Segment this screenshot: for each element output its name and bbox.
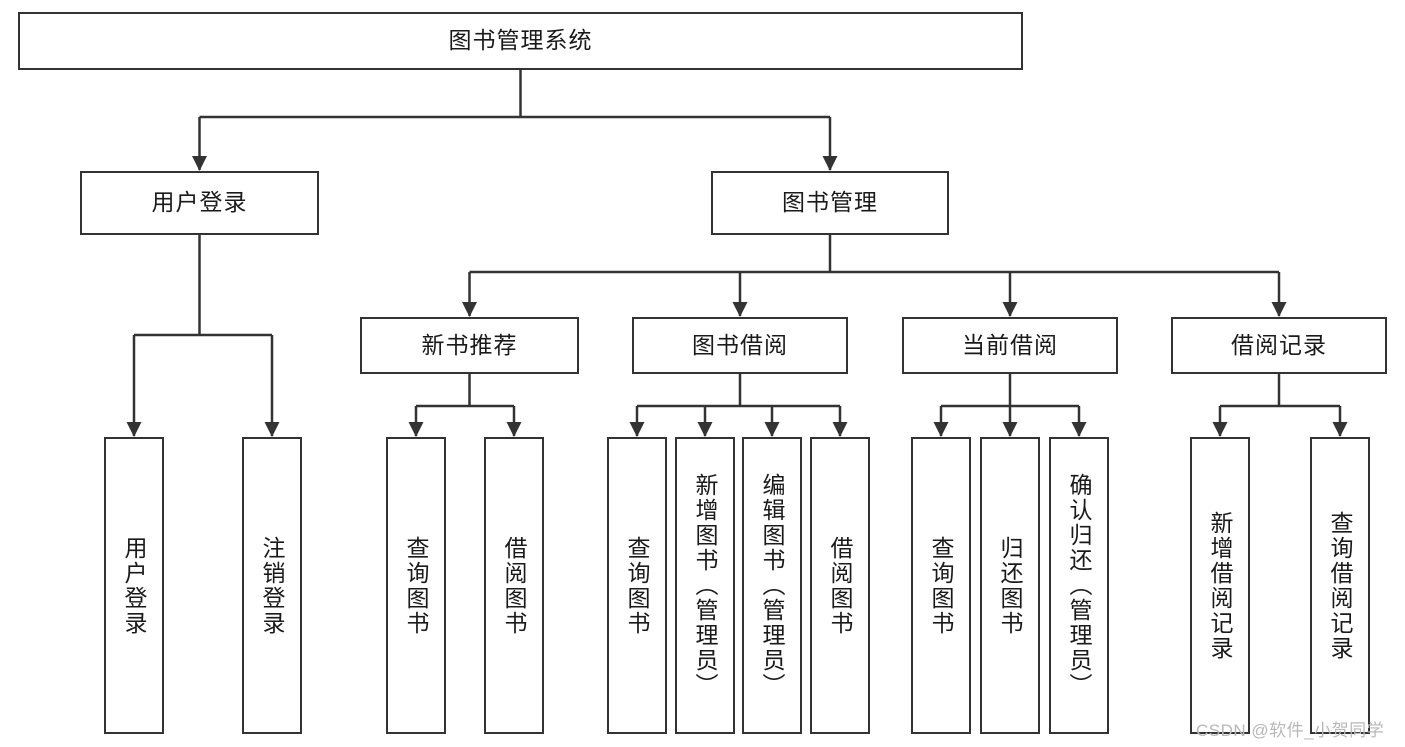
node-leaf-10[interactable]: 归还图书 <box>980 437 1040 734</box>
node-leaf-13[interactable]: 查询借阅记录 <box>1310 437 1370 734</box>
node-label: 查询图书 <box>403 535 430 636</box>
arrow-head-icon <box>1212 422 1228 437</box>
node-label: 当前借阅 <box>962 331 1058 358</box>
arrow-head-icon <box>732 302 748 317</box>
node-leaf-11[interactable]: 确认归还（管理员） <box>1049 437 1109 734</box>
node-label: 确认归还（管理员） <box>1066 473 1093 698</box>
arrow-head-icon <box>506 422 522 437</box>
node-leaf-8[interactable]: 借阅图书 <box>810 437 870 734</box>
node-label: 归还图书 <box>997 535 1024 636</box>
node-leaf-9[interactable]: 查询图书 <box>911 437 971 734</box>
node-leaf-12[interactable]: 新增借阅记录 <box>1190 437 1250 734</box>
node-label: 借阅图书 <box>501 535 528 636</box>
arrow-head-icon <box>822 156 838 171</box>
node-newbook[interactable]: 新书推荐 <box>360 317 579 374</box>
arrow-head-icon <box>697 422 713 437</box>
node-bookmgmt[interactable]: 图书管理 <box>711 171 949 235</box>
arrow-head-icon <box>126 422 142 437</box>
node-label: 新增借阅记录 <box>1207 510 1234 661</box>
node-current[interactable]: 当前借阅 <box>902 317 1118 374</box>
arrow-head-icon <box>264 422 280 437</box>
arrow-head-icon <box>1002 302 1018 317</box>
node-label: 用户登录 <box>121 535 148 636</box>
node-label: 注销登录 <box>259 535 286 636</box>
node-borrow[interactable]: 图书借阅 <box>632 317 848 374</box>
node-label: 用户登录 <box>151 189 248 216</box>
arrow-head-icon <box>462 302 477 317</box>
arrow-head-icon <box>1002 422 1018 437</box>
arrow-head-icon <box>764 422 780 437</box>
node-label: 查询图书 <box>624 535 651 636</box>
node-records[interactable]: 借阅记录 <box>1171 317 1387 374</box>
arrow-head-icon <box>629 422 645 437</box>
node-leaf-5[interactable]: 查询图书 <box>607 437 667 734</box>
node-label: 查询借阅记录 <box>1327 510 1354 661</box>
node-login[interactable]: 用户登录 <box>80 171 319 235</box>
node-label: 图书管理 <box>782 189 878 216</box>
node-leaf-1[interactable]: 用户登录 <box>104 437 164 734</box>
node-label: 新增图书（管理员） <box>692 473 719 698</box>
arrow-head-icon <box>408 422 424 437</box>
node-label: 借阅记录 <box>1231 331 1327 358</box>
arrow-head-icon <box>933 422 949 437</box>
arrow-head-icon <box>1271 302 1287 317</box>
node-leaf-6[interactable]: 新增图书（管理员） <box>675 437 735 734</box>
arrow-head-icon <box>1071 422 1087 437</box>
node-leaf-3[interactable]: 查询图书 <box>386 437 446 734</box>
node-root[interactable]: 图书管理系统 <box>18 12 1023 70</box>
arrow-head-icon <box>832 422 848 437</box>
node-label: 借阅图书 <box>827 535 854 636</box>
arrow-head-icon <box>1332 422 1348 437</box>
node-leaf-7[interactable]: 编辑图书（管理员） <box>742 437 802 734</box>
node-label: 图书管理系统 <box>448 27 593 54</box>
node-leaf-4[interactable]: 借阅图书 <box>484 437 544 734</box>
node-label: 图书借阅 <box>692 331 788 358</box>
node-leaf-2[interactable]: 注销登录 <box>242 437 302 734</box>
node-label: 编辑图书（管理员） <box>759 473 786 698</box>
arrow-head-icon <box>192 156 207 171</box>
node-label: 新书推荐 <box>421 331 518 358</box>
node-label: 查询图书 <box>928 535 955 636</box>
